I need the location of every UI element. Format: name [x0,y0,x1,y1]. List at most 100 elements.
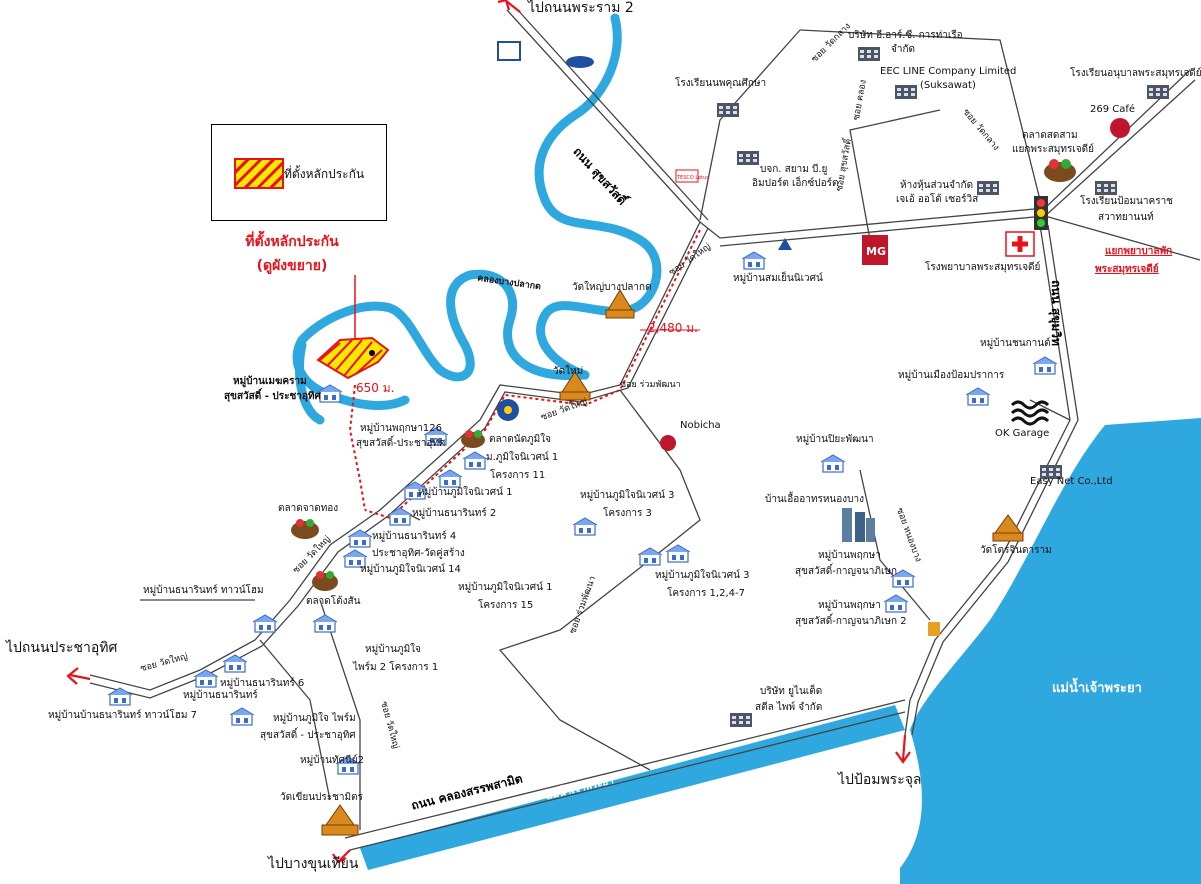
place-village-5a: หมู่บ้านพฤกษา126 [360,423,442,434]
place-village-23a: หมู่บ้านภูมิใจ ไพร์ม [273,713,356,724]
place-junction-2: พระสมุทรเจดีย์ [1095,264,1159,275]
place-school-3a: โรงเรียนป้อมนาคราช [1080,196,1173,207]
place-village-23b: สุขสวัสดิ์ - ประชาอุทิศ [260,730,356,741]
place-school-1: โรงเรียนนพคุณศึกษา [675,78,767,89]
place-village-1: หมู่บ้านสมเย็นนิเวศน์ [733,273,823,284]
soi-ruam-patana: ซอย ร่วมพัฒนา [620,380,681,390]
place-village-13b: สุขสวัสดิ์-กาญจนาภิเษก 2 [795,616,907,627]
place-village-24: หมู่บ้านทัศนีย์2 [300,755,364,766]
place-village-17a: หมู่บ้านภูมิใจนิเวศน์ 3 [655,570,750,581]
place-village-11: บ้านเอื้ออาทรหนองบาง [765,494,864,505]
tesco-icon [675,169,699,183]
place-village-9a: หมู่บ้านภูมิใจนิเวศน์ 3 [580,490,675,501]
place-village-21: หมู่บ้านธนารินทร์ [183,690,258,701]
place-junction-1: แยกพยาบาลพัก [1105,246,1173,257]
place-village-4b: สุขสวัสดิ์ - ประชาอุทิศ [224,391,321,402]
place-nobicha: Nobicha [680,420,721,431]
place-village-4a: หมู่บ้านเมฆคราม [233,376,307,387]
canal-upper [534,13,662,380]
callout-title: ที่ตั้งหลักประกัน [245,234,339,250]
place-eec-1: บริษัท อี.อาร์.ซี. การท่าเรือ [848,30,963,41]
distance-label-2: 650 ม. [356,381,395,395]
place-temple-1: วัดใหญ่บางปลากด [572,282,652,293]
svg-text:MG: MG [866,245,886,258]
place-tesco: TESCO Lotus [677,175,709,181]
distance-label-1: 2,480 ม. [648,321,698,335]
river-label-right: แม่น้ำเจ้าพระยา [1052,681,1142,696]
direction-pracha-uthit: ไปถนนประชาอุทิศ [6,640,118,656]
nobicha-icon [660,435,676,451]
place-village-6b: โครงการ 11 [490,470,546,481]
place-village-12b: สุขสวัสดิ์-กาญจนาภิเษก [795,566,898,577]
canal-left-loop [292,301,445,410]
legend-swatch [234,158,284,189]
chao-phraya-river-right [900,418,1201,884]
place-easynet: Easy Net Co.,Ltd [1030,476,1113,487]
place-company-1b: อิมปอร์ต เอ็กซ์ปอร์ต [752,178,839,189]
canal-khlong-bang-pla-kot [435,269,590,382]
place-company-2b: สตีล ไพพ์ จำกัด [755,702,823,713]
place-village-15a: ประชาอุทิศ-วัดคู่สร้าง [372,548,465,559]
nissan-logo-icon [497,41,521,61]
road-sukhumvit: ถนน สุขุมวิท [1049,280,1063,346]
place-village-22: หมู่บ้านบ้านธนารินทร์ ทาวน์โฮม 7 [48,710,197,721]
tower-icon [842,508,852,542]
place-market-2: ตลาดนัดภูมิใจ [489,434,551,445]
place-village-12a: หมู่บ้านพฤกษา [818,550,881,561]
place-village-3: หมู่บ้านเมืองป้อมปราการ [898,370,1005,381]
place-market-3: ตลาดจาดทอง [278,503,339,514]
place-village-20: หมู่บ้านธนารินทร์ 6 [220,678,305,689]
direction-bang-khun-thian: ไปบางขุนเทียน [268,856,359,872]
place-shop-1b: เจเอ้ ออโต้ เซอร์วิส [896,194,979,205]
place-village-14: หมู่บ้านธนารินทร์ 4 [372,531,457,542]
temple-icons [321,289,1024,836]
place-okgarage: OK Garage [995,428,1050,439]
place-village-6a: ม.ภูมิใจนิเวศน์ 1 [486,452,559,463]
place-village-7: หมู่บ้านภูมิใจนิเวศน์ 1 [418,487,513,498]
legend-label: ที่ตั้งหลักประกัน [284,167,365,181]
place-village-5b: สุขสวัสดิ์-ประชาอุทิศ [356,438,446,449]
place-village-19b: ไพร์ม 2 โครงการ 1 [353,662,439,673]
place-village-16a: หมู่บ้านภูมิใจนิเวศน์ 1 [458,582,553,593]
place-school-3b: สวาทยานนท์ [1098,212,1154,223]
okgarage-icon [1010,400,1050,426]
market-icons [291,159,1076,591]
canal-network [292,13,662,425]
khlong-sappasamit-road [344,699,906,851]
legend-box: ที่ตั้งหลักประกัน [211,124,387,221]
direction-arrows [66,0,911,864]
place-temple-2: วัดใหม่ [553,366,584,377]
place-temple-4: วัดเขียนประชามิตร [280,792,364,803]
place-village-9b: โครงการ 3 [603,508,652,519]
place-temple-3: วัดโตรจินดาราม [980,545,1052,556]
cafe-icon [1110,118,1130,138]
place-school-2: โรงเรียนอนุบาลพระสมุทรเจดีย์ [1070,68,1201,79]
place-village-8: หมู่บ้านธนารินทร์ 2 [412,508,497,519]
place-village-19a: หมู่บ้านภูมิใจ [365,644,421,655]
place-eec-2: จำกัด [890,44,916,55]
place-shop-1a: ห้างหุ้นส่วนจำกัด [900,180,974,191]
place-village-18: หมู่บ้านธนารินทร์ ทาวน์โฮม [143,585,264,596]
place-eec-3: EEC LINE Company Limited [880,66,1017,77]
place-village-13a: หมู่บ้านพฤกษา [818,600,881,611]
direction-pom-phra-chun: ไปป้อมพระจุล [838,772,922,788]
mg-logo-icon [862,235,888,265]
place-market-1a: ตลาดสดสาม [1022,130,1078,141]
place-market-4: ตลาดโต้งสัน [306,596,361,607]
direction-rama2: ไปถนนพระราม 2 [528,0,634,16]
place-village-16b: โครงการ 15 [478,600,534,611]
place-village-2: หมู่บ้านชนกานต์ [980,338,1051,349]
place-company-1a: บจก. สยาม บี.ยู [760,164,828,175]
place-company-2a: บริษัท ยูไนเต็ด [760,686,823,697]
place-village-17b: โครงการ 1,2,4-7 [667,588,745,599]
ptt-logo-icon [778,238,792,250]
ford-logo-icon [566,56,594,68]
gas-station-icon [928,622,940,636]
place-village-10: หมู่บ้านปิยะพัฒนา [796,434,874,445]
canal-left-tail [294,340,325,425]
place-village-15b: หมู่บ้านภูมิใจนิเวศน์ 14 [360,564,461,575]
place-market-1b: แยกพระสมุทรเจดีย์ [1012,144,1094,155]
place-hospital: โรงพยาบาลพระสมุทรเจดีย์ [925,262,1041,273]
